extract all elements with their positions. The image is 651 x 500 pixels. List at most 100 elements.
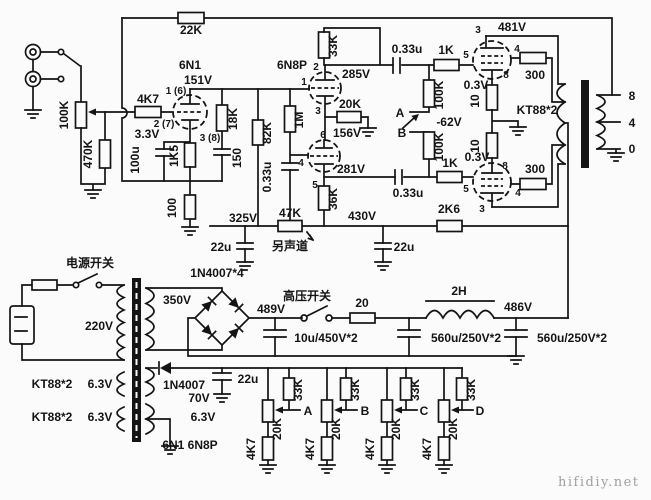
label-kt88b-pin4: 4 [515,188,521,199]
label-bridge: 1N4007*4 [190,266,244,280]
bias-cell-a [259,367,301,474]
mains-plug-icon [9,305,35,345]
bias-pot-d[interactable] [437,399,451,423]
feedback-resistor [177,11,205,25]
tube-6n8p-t2 [307,139,341,178]
interstage-network [189,88,310,227]
label-6n8p-pin1: 1 [301,77,307,88]
label-kt88b-pin3: 3 [479,204,485,215]
label-kt88t-pin5: 5 [463,50,469,61]
label-82k: 82K [260,122,274,144]
label-1k-bot: 1K [442,156,458,170]
label-sel-a: A [396,106,405,120]
watermark: hifidiy.net [558,475,640,490]
anode-loads [317,27,396,227]
label-0v3-top: 0.3V [464,78,489,92]
label-hv-switch: 高压开关 [283,288,331,303]
label-281v: 281V [337,162,365,176]
label-kt88b-pin5: 5 [463,184,469,195]
bridge-rectifier [145,287,251,351]
label-156v: 156V [333,126,361,140]
label-heater2-v: 6.3V [88,410,113,424]
label-560u-2: 560u/250V*2 [537,331,607,345]
6n8p-cathode [324,110,377,141]
bias-pot-a[interactable] [261,399,275,423]
rca-jack-icon [24,43,42,61]
bias-pot-c[interactable] [380,399,394,423]
label-6n1-pin3: 3 (8) [200,133,221,144]
label-220v: 220V [85,319,113,333]
label-285v: 285V [342,67,370,81]
bias-select-arrow [411,114,419,122]
kt88-cathodes [485,84,527,174]
grid2-resistor-1m [283,105,297,133]
surge-resistor-20 [349,312,376,324]
label-1n4007: 1N4007 [163,378,205,392]
label-d-33k: 33K [464,379,478,401]
label-cell-d: D [476,404,485,418]
label-a-20k: 20K [270,418,284,440]
label-22u-bias: 22u [238,372,259,386]
label-heater1-v: 6.3V [88,377,113,391]
label-d-4k7: 4K7 [420,438,434,460]
label-2k6: 2K6 [438,202,460,216]
comp-resistor-18k [215,104,229,132]
label-100k-pot: 100K [57,100,71,129]
filter-caps [187,317,528,365]
feedback-network [121,11,613,182]
label-a-33k: 33K [291,379,305,401]
mains-section [9,272,125,361]
grid-stopper-resistor [134,105,162,119]
anode2-resistor-36k [317,185,331,211]
dropper-47k [277,219,303,233]
label-tap0: 0 [629,142,636,156]
bias-cell-b [318,367,358,474]
input-selector-switch [62,52,82,103]
screen-resistor-300-bottom [519,177,547,191]
label-4k7-in: 4K7 [137,92,159,106]
label-kt88b-pin8: 8 [502,161,508,172]
input-jacks [24,43,82,119]
label-20: 20 [355,296,369,310]
label-6n1: 6N1 [179,58,201,72]
label-0u33-top: 0.33u [392,42,423,56]
label-cell-a: A [304,404,313,418]
label-kt88t-pin8: 8 [503,70,509,81]
grid-leak-100k-top [422,79,436,108]
label-b-20k: 20K [329,418,343,440]
label-b-4k7: 4K7 [303,438,317,460]
label-a-4k7: 4K7 [244,438,258,460]
label-minus62v: -62V [436,115,461,129]
label-6n1-pin1: 1 (6) [166,86,187,97]
label-18k: 18K [226,108,240,130]
label-kt88t-pin3: 3 [475,25,481,36]
bias-pot-b[interactable] [320,399,334,423]
label-150: 150 [230,148,244,168]
label-6n8p-pin2: 2 [313,62,319,73]
bias-select [401,64,436,178]
label-0u33-mid: 0.33u [260,162,274,193]
label-100k-bot: 100K [432,132,446,161]
rca-jack-icon [24,70,42,88]
b-plus-rail [209,219,569,271]
label-560u-1: 560u/250V*2 [431,331,501,345]
label-other-channel: 另声道 [272,238,308,253]
label-325v: 325V [229,211,257,225]
grid-leak-resistor [98,139,112,169]
label-33k: 33K [326,35,340,57]
label-c-33k: 33K [408,379,422,401]
label-489v: 489V [257,302,285,316]
label-cell-c: C [420,404,429,418]
bias-cell-c [378,367,418,474]
label-10-bot: 10 [468,139,482,153]
6n1-cathode-network [155,141,199,236]
bias-supply [145,361,463,403]
label-0v3-bot: 0.3V [465,150,490,164]
label-2h: 2H [451,284,466,298]
label-1k5: 1K5 [167,145,181,167]
cathode-resistor-1k5 [183,142,197,168]
coupling-top [392,57,474,74]
choke-2h [424,309,496,320]
label-kt88x2: KT88*2 [517,103,558,117]
